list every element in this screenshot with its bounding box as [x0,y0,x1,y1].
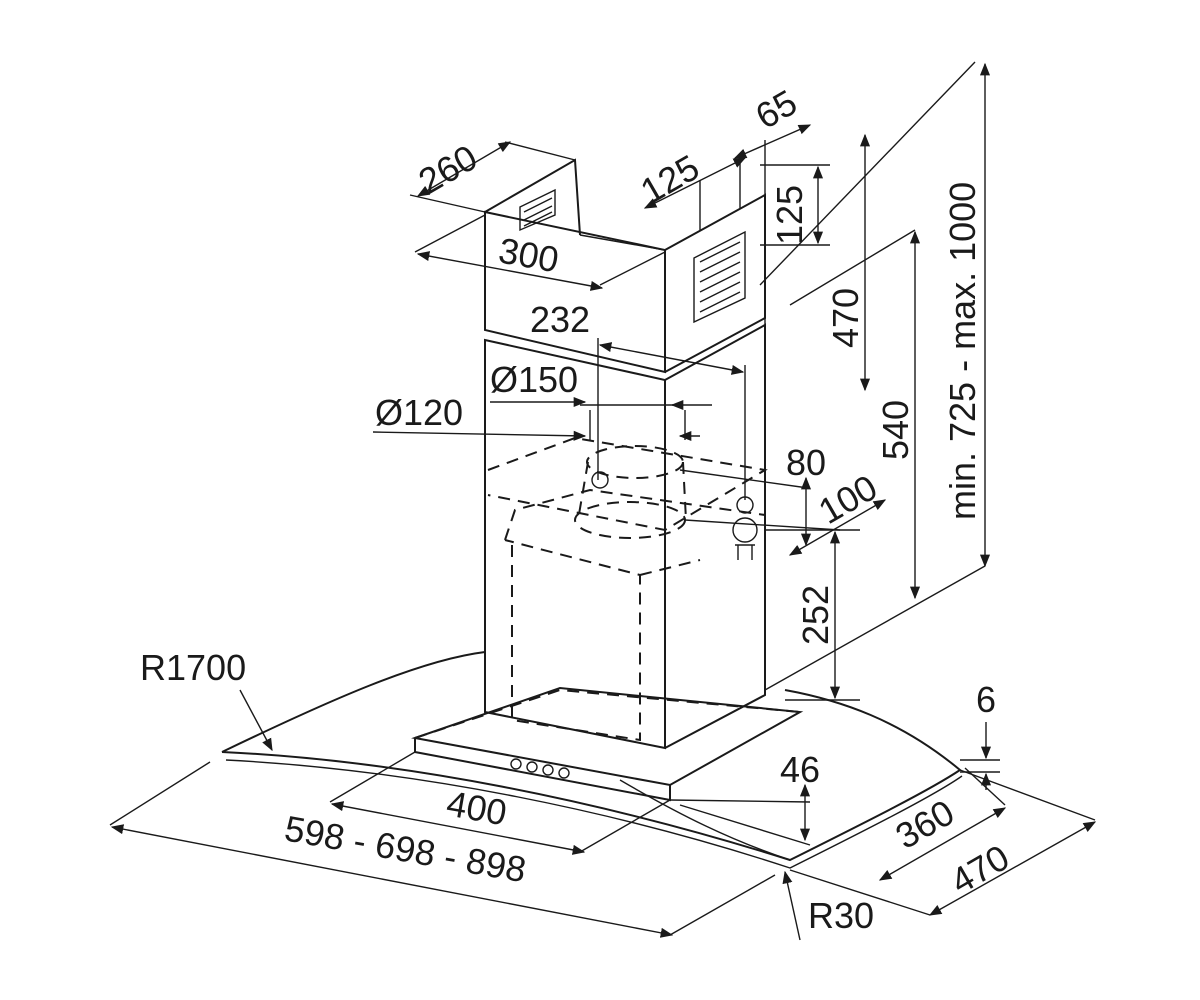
dim-bracket-height: 125 [769,185,810,245]
dim-glass-thickness: 6 [976,679,996,720]
dim-depth-inner: 360 [889,791,962,857]
dim-body-width: 400 [444,783,510,834]
plug-icon [591,471,758,560]
dim-outlet-spacing: 232 [530,299,590,340]
dim-total-height: min. 725 - max. 1000 [942,182,983,520]
dim-outlet-diameter-small: Ø120 [375,392,463,433]
control-buttons [510,758,570,779]
vent-grille-back [519,188,556,232]
dim-plug-height: 252 [795,585,836,645]
dim-plug-offset-80: 80 [786,442,826,483]
dim-chimney-width: 260 [412,136,485,202]
vent-grille-side [693,230,746,324]
dim-glass-radius: R1700 [140,647,246,688]
dim-bracket-offset: 65 [749,81,804,137]
dim-depth-outer: 470 [944,836,1017,902]
dim-lower-height: 540 [875,400,916,460]
dim-outlet-diameter-large: Ø150 [490,359,578,400]
dimension-lines [109,61,1097,941]
dim-upper-height: 470 [825,288,866,348]
dim-corner-radius: R30 [808,895,874,936]
dim-bracket-width: 125 [634,146,707,212]
dim-front-height: 46 [780,749,820,790]
dim-chimney-depth: 300 [496,230,562,281]
